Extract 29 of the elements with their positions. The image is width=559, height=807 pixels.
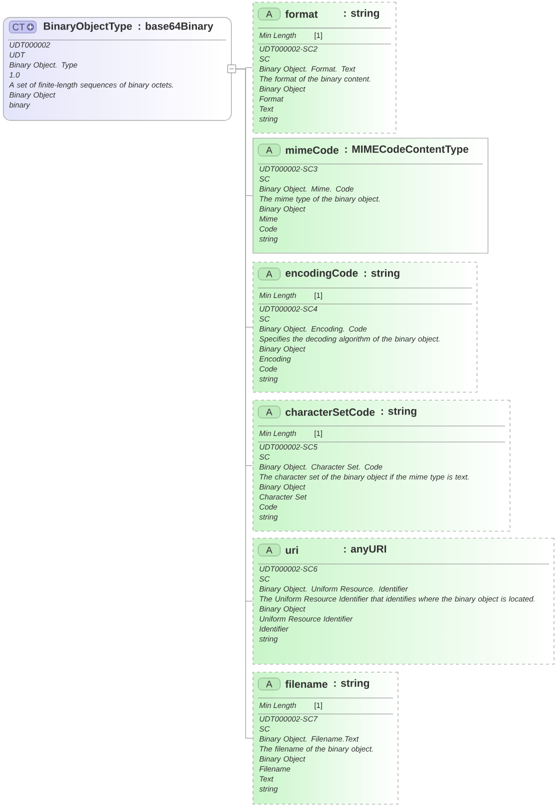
type-name: : string [364, 269, 400, 279]
attribute-badge: A [258, 406, 280, 418]
attribute-box [252, 2, 396, 134]
type-badge: CT [9, 20, 36, 34]
attribute-box [252, 538, 554, 665]
attribute-name: format [285, 10, 318, 18]
attribute-badge: A [258, 678, 280, 690]
attribute-box [252, 400, 510, 532]
type-name: : string [344, 9, 380, 19]
attribute-badge: A [258, 268, 280, 280]
complex-type-box [3, 17, 236, 121]
attribute-name: mimeCode [286, 146, 338, 154]
attribute-box [252, 262, 478, 393]
attribute-name: filename [285, 680, 328, 688]
type-name: : anyURI [344, 545, 386, 555]
attribute-name: encodingCode [286, 269, 358, 279]
attribute-name: uri [286, 546, 298, 554]
connector-line [235, 68, 253, 738]
type-name: : MIMECodeContentType [345, 145, 468, 155]
type-name: : base64Binary [138, 22, 214, 32]
type-name: : string [381, 407, 416, 417]
attribute-box [252, 138, 488, 254]
type-name: : string [334, 679, 370, 689]
attribute-name: BinaryObjectType [44, 22, 132, 32]
attribute-badge: A [258, 8, 280, 20]
attribute-badge: A [258, 144, 280, 156]
attribute-box [252, 672, 398, 805]
attribute-name: characterSetCode [286, 408, 375, 416]
attribute-badge: A [258, 544, 280, 556]
